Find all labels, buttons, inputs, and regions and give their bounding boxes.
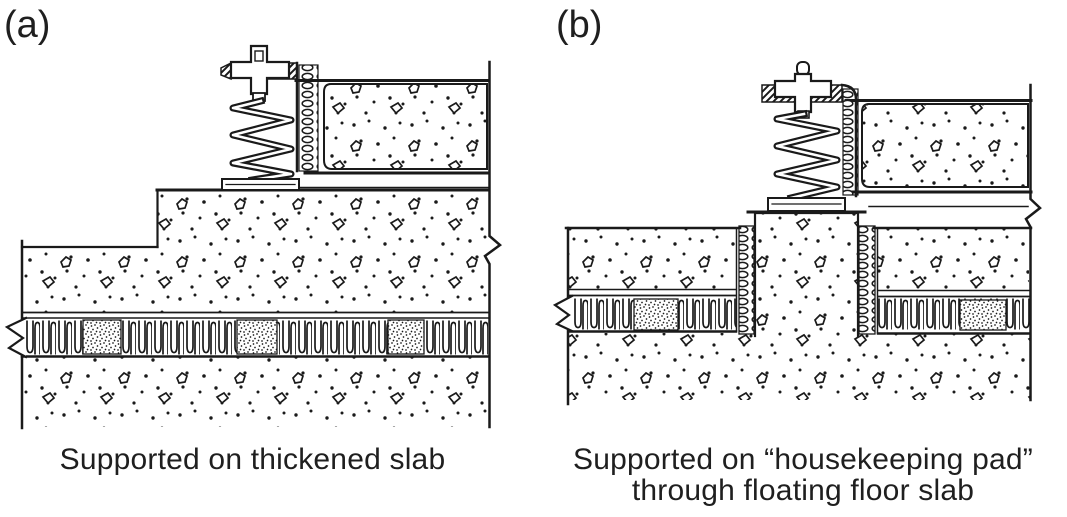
panel-a-label: (a) (4, 4, 51, 46)
floating-slab-a (294, 79, 491, 189)
isolation-pad-block (633, 298, 679, 331)
thickened-slab (20, 188, 491, 430)
isolation-pad-block (959, 299, 1007, 331)
leveling-bolt-b (773, 61, 833, 119)
base-plate-b (767, 197, 846, 212)
panel-b-caption-line1: Supported on “housekeeping pad” (573, 443, 1033, 476)
panel-b-caption: Supported on “housekeeping pad” through … (543, 444, 1063, 506)
isolation-layer-a (4, 311, 491, 359)
panel-a-drawing (4, 44, 503, 430)
leveling-bolt-a (229, 44, 291, 102)
base-plate-a (221, 178, 300, 191)
structural-slab-b (569, 333, 1030, 400)
break-symbol-right-a (483, 60, 503, 429)
spring-isolator-a (220, 44, 319, 191)
edge-isolation-strip-a (298, 64, 319, 172)
pad-isolation-strip-right (858, 225, 876, 335)
isolation-pad-block (82, 319, 122, 355)
coil-spring-a (229, 96, 295, 184)
floating-floor-slab-left (552, 226, 742, 406)
panel-b-drawing (552, 61, 1042, 406)
pad-isolation-strip-left (738, 225, 755, 335)
floating-slab-b (844, 99, 1033, 208)
housekeeping-pad (738, 210, 876, 338)
floating-floor-slab-right (872, 226, 1033, 335)
structural-slab-a (23, 357, 488, 427)
break-symbol-left-a (4, 316, 28, 359)
coil-spring-b (773, 109, 841, 203)
panel-b-label: (b) (556, 4, 603, 46)
isolation-pad-block (387, 319, 425, 355)
break-symbol-left-b (552, 294, 574, 333)
panel-a-caption: Supported on thickened slab (59, 443, 446, 476)
isolation-pad-block (236, 319, 278, 355)
break-symbol-right-b (1024, 83, 1042, 402)
spring-isolator-b (761, 61, 859, 212)
panel-b-caption-line2: through floating floor slab (631, 474, 975, 507)
edge-isolation-strip-b (842, 88, 859, 196)
